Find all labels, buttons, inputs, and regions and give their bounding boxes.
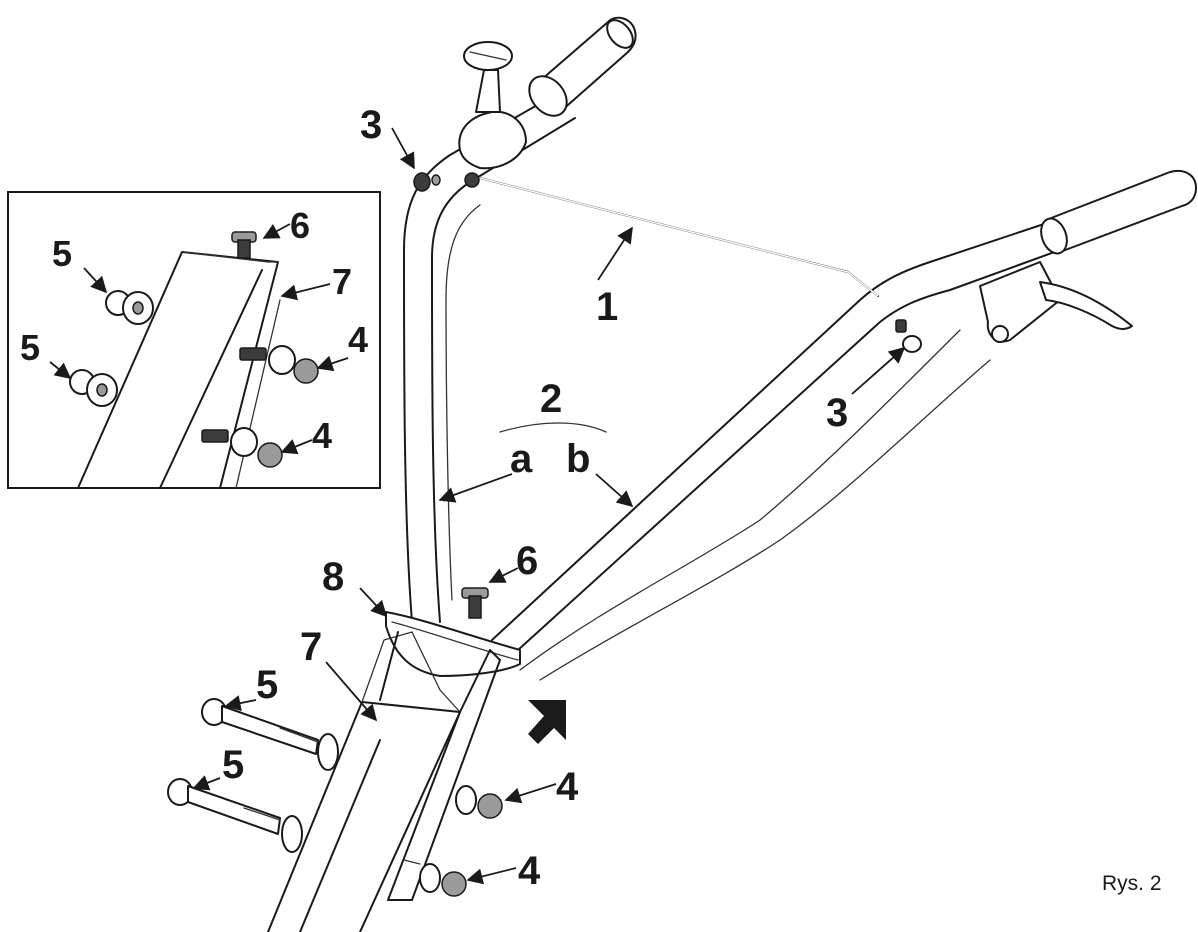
inset-screw bbox=[231, 231, 257, 259]
clip-right bbox=[895, 319, 922, 353]
bolt-lower bbox=[167, 778, 303, 853]
inset-label-6: 6 bbox=[290, 205, 310, 246]
label-4-lower: 4 bbox=[518, 849, 541, 893]
label-3-left: 3 bbox=[360, 103, 382, 147]
label-5-upper: 5 bbox=[256, 663, 278, 707]
inset-label-4-upper: 4 bbox=[348, 319, 368, 360]
label-4-upper: 4 bbox=[556, 765, 579, 809]
label-5-lower: 5 bbox=[222, 743, 244, 787]
clamp bbox=[385, 611, 521, 677]
inset-label-7: 7 bbox=[332, 261, 352, 302]
nut-lower bbox=[419, 863, 467, 897]
label-8: 8 bbox=[322, 555, 344, 599]
label-3-right: 3 bbox=[826, 391, 848, 435]
detail-inset: 6 7 5 5 4 4 bbox=[7, 191, 381, 489]
inset-bolt-lower bbox=[69, 369, 118, 407]
screw bbox=[461, 587, 489, 619]
left-grip bbox=[528, 16, 637, 117]
clutch-lever bbox=[979, 261, 1133, 343]
label-7: 7 bbox=[300, 625, 322, 669]
label-2: 2 bbox=[540, 377, 562, 421]
inset-nut-lower bbox=[201, 427, 283, 468]
inset-bolt-upper bbox=[105, 290, 154, 325]
bracket bbox=[267, 631, 501, 932]
inset-label-5-lower: 5 bbox=[20, 327, 40, 368]
handlebar-frame bbox=[403, 91, 1061, 681]
label-b: b bbox=[566, 437, 590, 481]
nut-upper bbox=[455, 785, 503, 819]
inset-label-4-lower: 4 bbox=[312, 415, 332, 456]
right-grip bbox=[1040, 170, 1197, 255]
direction-arrow bbox=[528, 700, 566, 744]
throttle-lever bbox=[458, 41, 527, 170]
figure-caption: Rys. 2 bbox=[1102, 872, 1162, 895]
inset-label-5-upper: 5 bbox=[52, 233, 72, 274]
connecting-rod bbox=[464, 172, 879, 297]
options-arc bbox=[499, 422, 607, 433]
label-1: 1 bbox=[596, 285, 618, 329]
inset-bracket bbox=[77, 251, 281, 489]
label-6: 6 bbox=[516, 539, 538, 583]
label-a: a bbox=[510, 437, 533, 481]
inset-nut-upper bbox=[239, 345, 319, 384]
clip-left bbox=[413, 172, 441, 192]
bolt-upper bbox=[201, 698, 339, 771]
